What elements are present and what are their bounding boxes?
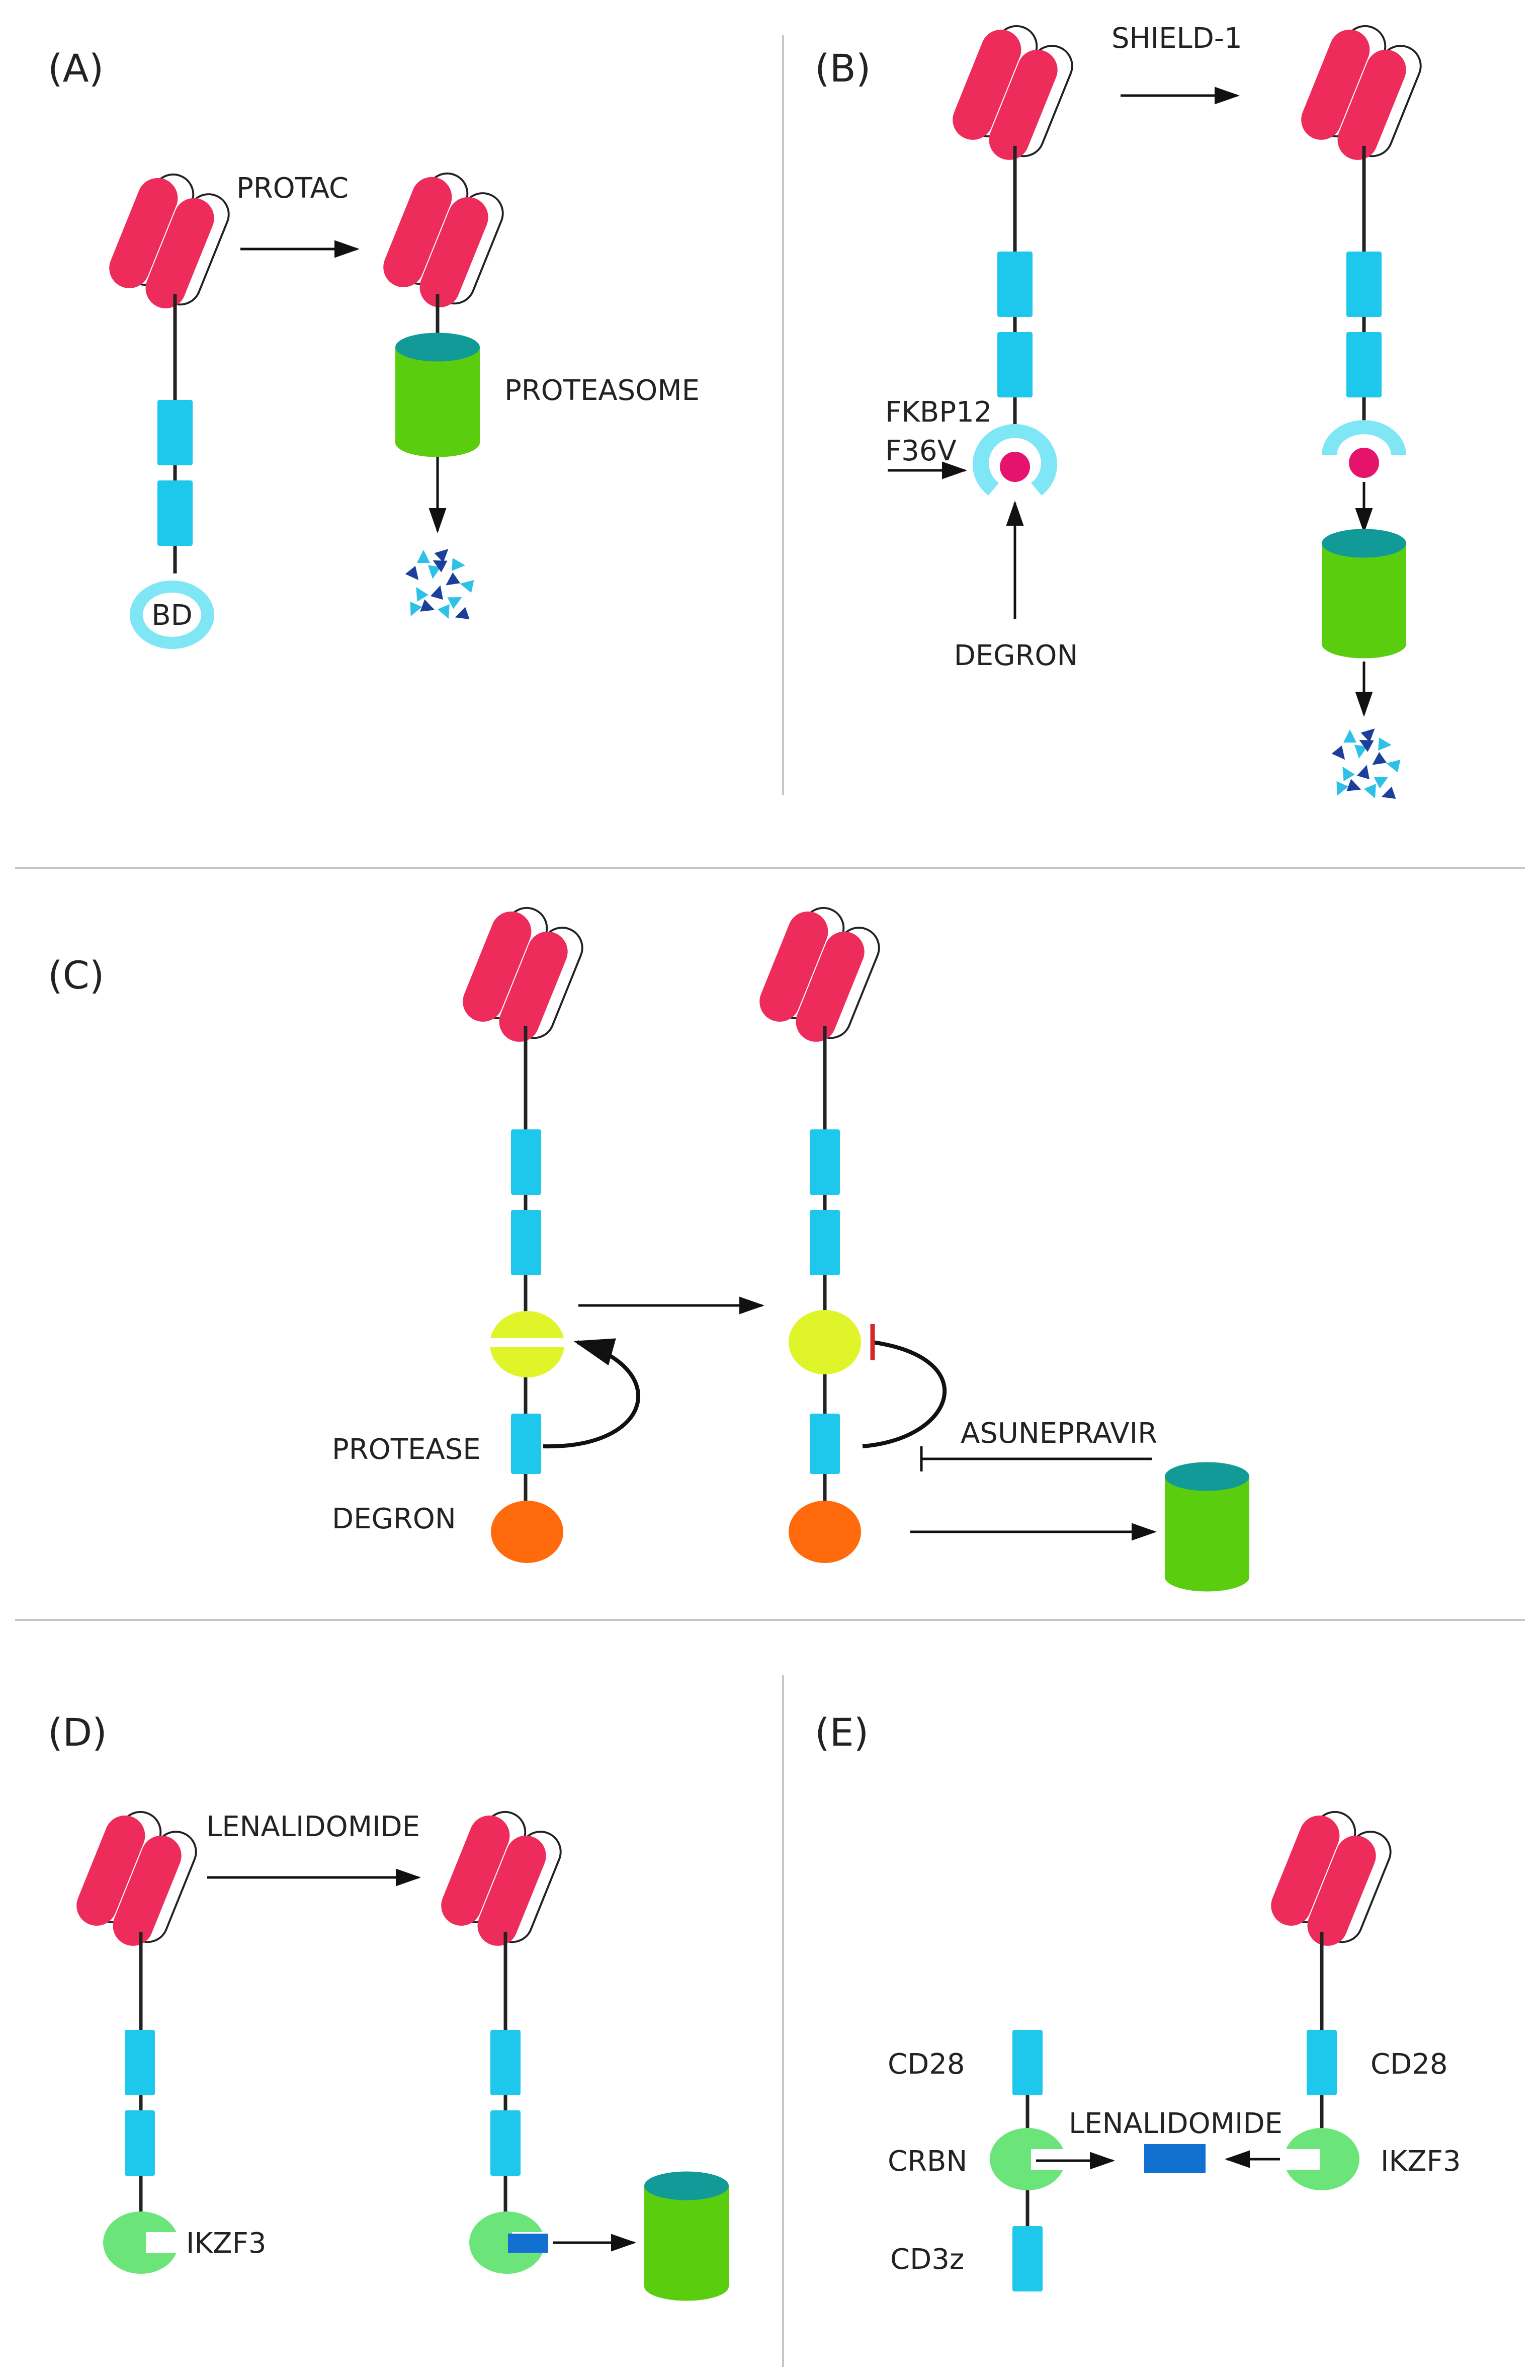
receptor-head-a1 — [109, 173, 230, 308]
cd3z-label: CD3z — [890, 2243, 964, 2276]
fkbp-label-line2: F36V — [885, 435, 957, 467]
degron-c2 — [789, 1501, 861, 1563]
signaling-domain-a1-bottom — [157, 480, 193, 546]
proteasome-c — [1165, 1462, 1249, 1592]
ikzf3-label-e: IKZF3 — [1381, 2145, 1461, 2178]
crbn-left — [990, 2128, 1069, 2190]
protease-c2 — [789, 1310, 861, 1374]
ikzf3-label-d: IKZF3 — [186, 2227, 266, 2260]
panel-label-b: (B) — [815, 46, 871, 91]
proteasome-label: PROTEASOME — [504, 374, 700, 407]
proteasome-d — [644, 2171, 729, 2301]
receptor-head-c2 — [759, 907, 880, 1042]
signaling-domain-d1-bottom — [125, 2110, 155, 2176]
degron-label-b: DEGRON — [954, 639, 1078, 672]
protac-label: PROTAC — [236, 172, 349, 205]
shield-ligand-dot-b1 — [1000, 452, 1030, 482]
degraded-fragments-b — [1331, 728, 1401, 799]
ikzf3-d1 — [103, 2211, 181, 2274]
protease-cleavage-arrow — [543, 1338, 641, 1449]
degron-label-c: DEGRON — [332, 1503, 456, 1535]
receptor-head-e — [1271, 1811, 1392, 1946]
panel-label-a: (A) — [48, 46, 104, 91]
lenalidomide-label-e: LENALIDOMIDE — [1069, 2107, 1282, 2140]
signaling-domain-d1-top — [125, 2030, 155, 2095]
receptor-head-b2 — [1301, 25, 1422, 160]
signaling-domain-b1-bottom — [997, 332, 1033, 397]
signaling-domain-a1-top — [157, 400, 193, 465]
panel-label-e: (E) — [815, 1710, 869, 1755]
panel-label-d: (D) — [48, 1710, 107, 1755]
receptor-head-d1 — [76, 1811, 197, 1946]
panel-d: IKZF3 LENALIDOMIDE — [76, 1811, 729, 2301]
signaling-domain-b2-top — [1346, 252, 1382, 317]
lenalidomide-label-d: LENALIDOMIDE — [206, 1811, 420, 1843]
receptor-head-d2 — [441, 1811, 562, 1946]
panel-b: FKBP12 F36V DEGRON SHIELD-1 — [885, 22, 1422, 799]
signaling-domain-c2-lower — [810, 1414, 840, 1474]
receptor-head-a2 — [383, 172, 504, 307]
cd3z-domain — [1012, 2226, 1043, 2291]
signaling-domain-d2-top — [490, 2030, 521, 2095]
shield1-label: SHIELD-1 — [1111, 22, 1242, 55]
divider-lines — [15, 35, 1525, 2367]
fkbp-label-line1: FKBP12 — [885, 396, 992, 429]
degron-c1 — [491, 1501, 563, 1563]
cd28-domain-right — [1307, 2030, 1337, 2095]
signaling-domain-c1-bottom — [511, 1210, 541, 1275]
cd28-label-left: CD28 — [888, 2048, 965, 2081]
protease-c1 — [488, 1311, 566, 1377]
cd28-label-right: CD28 — [1371, 2048, 1447, 2081]
lenalidomide-molecule — [1144, 2144, 1206, 2173]
cd28-domain-left — [1012, 2030, 1043, 2095]
degraded-fragments-a — [405, 549, 474, 620]
signaling-domain-c2-top — [810, 1129, 840, 1195]
proteasome-b — [1322, 529, 1406, 659]
receptor-head-b1 — [953, 25, 1073, 160]
signaling-domain-b1-top — [997, 252, 1033, 317]
signaling-domain-d2-bottom — [490, 2110, 521, 2176]
protease-label: PROTEASE — [332, 1433, 481, 1466]
signaling-domain-c1-top — [511, 1129, 541, 1195]
signaling-domain-c2-bottom — [810, 1210, 840, 1275]
crbn-label: CRBN — [888, 2145, 967, 2178]
panel-e: CD28 CRBN CD3z LENALIDOMIDE CD28 IKZF3 — [888, 1811, 1461, 2291]
ikzf3-right — [1282, 2128, 1359, 2190]
binding-domain-bd — [130, 581, 214, 649]
signaling-domain-b2-bottom — [1346, 332, 1382, 397]
asunepravir-label: ASUNEPRAVIR — [961, 1417, 1157, 1450]
receptor-head-c1 — [463, 907, 583, 1042]
panel-c: PROTEASE DEGRON ASUNEPRAVIR — [332, 907, 1249, 1592]
inhibited-cleavage-curve — [862, 1340, 947, 1448]
shield-ligand-dot-b2 — [1349, 448, 1379, 478]
panel-label-c: (C) — [48, 953, 104, 998]
bd-label: BD — [151, 599, 193, 632]
lenalidomide-bound-d — [508, 2234, 548, 2253]
proteasome-a — [395, 333, 480, 457]
fkbp12-f36v-binder-b2 — [1322, 420, 1406, 478]
panel-a: BD PROTAC PROTEASOME — [109, 172, 700, 649]
fkbp12-f36v-binder-b1 — [973, 424, 1057, 496]
signaling-domain-c1-lower — [511, 1414, 541, 1474]
